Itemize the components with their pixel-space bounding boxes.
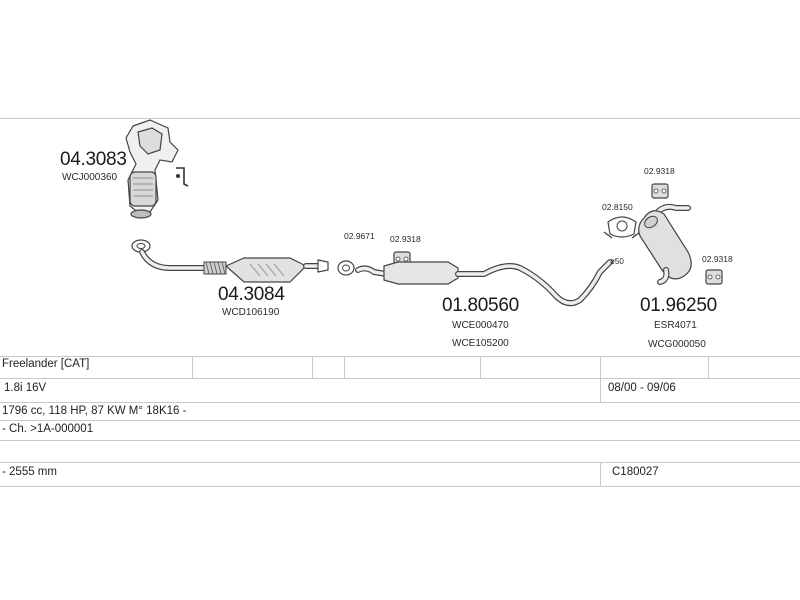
clamp-number-label: 02.8150	[602, 202, 633, 212]
hanger-a-number-label: 02.9318	[390, 234, 421, 244]
middle-silencer-part[interactable]	[355, 259, 613, 307]
exhaust-diagram: 04.3083 WCJ000360 04.3084 WCD106190 02.9…	[60, 119, 733, 350]
model-cell: Freelander [CAT]	[2, 358, 90, 370]
code-cell: C180027	[612, 466, 659, 478]
rear-silencer-code-1-label: ESR4071	[654, 320, 697, 331]
chassis-cell: - Ch. >1A-000001	[2, 423, 94, 435]
col-divider-5	[600, 356, 601, 402]
manifold-number-label: 04.3083	[60, 149, 127, 170]
wheelbase-cell: - 2555 mm	[2, 466, 57, 478]
mid-silencer-code-2-label: WCE105200	[452, 338, 509, 349]
rear-silencer-part[interactable]	[638, 203, 692, 285]
sensor-icon	[176, 167, 189, 187]
top-border	[0, 118, 800, 119]
col-divider-1	[192, 356, 193, 378]
row-divider-5	[0, 462, 800, 463]
manifold-catalyst-part[interactable]	[125, 119, 179, 219]
gasket-part[interactable]	[337, 260, 355, 276]
catalyst-number-label: 04.3084	[218, 284, 285, 305]
hanger-right-number-label: 02.9318	[702, 254, 733, 264]
specs-cell: 1796 cc, 118 HP, 87 KW M° 18K16 -	[2, 405, 187, 417]
rear-silencer-code-2-label: WCG000050	[648, 339, 706, 350]
engine-cell: 1.8i 16V	[4, 382, 47, 394]
row-divider-1	[0, 378, 800, 379]
col-divider-2	[312, 356, 313, 378]
mid-silencer-number-label: 01.80560	[442, 295, 519, 316]
col-divider-6	[708, 356, 709, 378]
row-divider-3	[0, 420, 800, 421]
manifold-code-label: WCJ000360	[62, 172, 117, 183]
col-divider-4	[480, 356, 481, 378]
pipe-diameter-label: ø50	[610, 257, 624, 266]
table-bottom-border	[0, 486, 800, 487]
table-top-border	[0, 356, 800, 357]
rear-silencer-number-label: 01.96250	[640, 295, 717, 316]
catalyst-code-label: WCD106190	[222, 307, 280, 318]
col-divider-7	[600, 462, 601, 486]
mid-silencer-code-1-label: WCE000470	[452, 320, 509, 331]
catalyst-part[interactable]	[139, 249, 329, 283]
hanger-top-icon[interactable]	[651, 183, 669, 199]
years-cell: 08/00 - 09/06	[608, 382, 676, 394]
hanger-top-number-label: 02.9318	[644, 166, 675, 176]
col-divider-3	[344, 356, 345, 378]
hanger-right-icon[interactable]	[705, 269, 723, 285]
clamp-part[interactable]	[603, 216, 641, 239]
row-divider-2	[0, 402, 800, 403]
gasket-number-label: 02.9671	[344, 231, 375, 241]
row-divider-4	[0, 440, 800, 441]
